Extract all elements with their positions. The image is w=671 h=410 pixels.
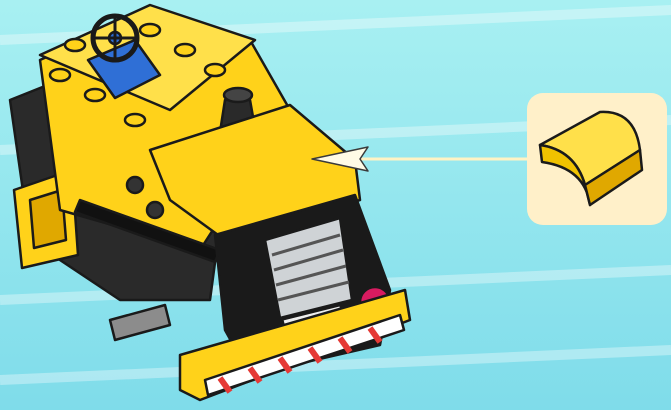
steering-wheel-icon <box>93 16 137 60</box>
exhaust-top <box>224 88 252 102</box>
